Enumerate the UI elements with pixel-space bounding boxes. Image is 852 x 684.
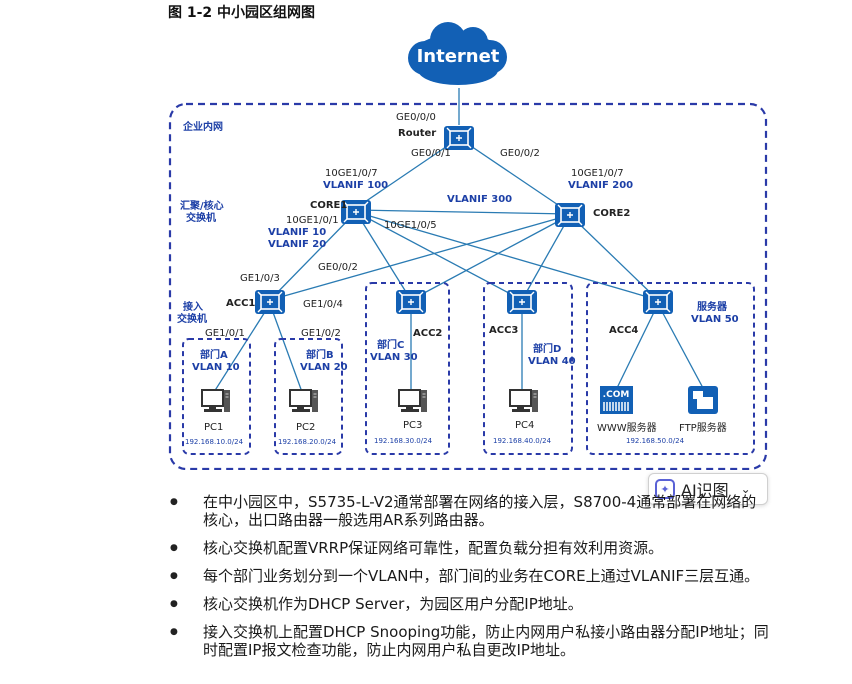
router-icon: [443, 125, 475, 151]
core1-vlanif-up: VLANIF 100: [323, 180, 388, 191]
pc1-icon: [201, 389, 231, 413]
bullet-item: 核心交换机作为DHCP Server，为园区用户分配IP地址。: [170, 595, 770, 613]
acc3-switch-icon: [506, 289, 538, 315]
acc2-name: ACC2: [413, 328, 442, 339]
enterprise-boundary: [168, 102, 768, 470]
pc1-label: PC1: [204, 422, 223, 433]
pc3-icon: [398, 389, 428, 413]
pc3-label: PC3: [403, 420, 422, 431]
acc1-port-right: GE1/0/4: [303, 299, 343, 310]
internet-label: Internet: [417, 46, 500, 67]
dept-d-label: 部门D: [533, 342, 561, 355]
acc4-name: ACC4: [609, 325, 638, 336]
chevron-down-icon[interactable]: ⌄: [740, 482, 751, 496]
pc4-icon: [509, 389, 539, 413]
core2-vlanif-up: VLANIF 200: [568, 180, 633, 191]
acc1-name: ACC1: [226, 298, 255, 309]
server-box: [586, 282, 755, 455]
bullet-item: 核心交换机配置VRRP保证网络可靠性，配置负载分担有效利用资源。: [170, 539, 770, 557]
svg-text:.COM: .COM: [603, 390, 630, 400]
acc4-switch-icon: [642, 289, 674, 315]
core1-port-up: 10GE1/0/7: [325, 168, 378, 179]
dept-b-box: [274, 338, 343, 455]
acc1-port-pc1: GE1/0/1: [205, 328, 245, 339]
dept-c-vlan: VLAN 30: [370, 352, 418, 363]
dept-c-box: [365, 282, 450, 455]
dept-a-label: 部门A: [200, 348, 228, 361]
figure-title: 图 1-2 中小园区组网图: [168, 5, 316, 21]
server-label: 服务器: [697, 300, 728, 313]
access-zone-label: 接入: [183, 300, 203, 313]
pc2-icon: [289, 389, 319, 413]
core2-port-up: 10GE1/0/7: [571, 168, 624, 179]
bullet-item: 接入交换机上配置DHCP Snooping功能，防止内网用户私接小路由器分配IP…: [170, 623, 770, 659]
dept-d-subnet: 192.168.40.0/24: [493, 437, 552, 445]
access-zone-label-2: 交换机: [177, 312, 207, 325]
core1-vlanif-b: VLANIF 20: [268, 239, 326, 250]
core2-switch-icon: [554, 202, 586, 228]
www-label: WWW服务器: [597, 421, 657, 434]
ftp-server-icon: [688, 386, 718, 414]
dept-d-vlan: VLAN 40: [528, 356, 576, 367]
acc1-port-up: GE1/0/3: [240, 273, 280, 284]
router-port-right: GE0/0/2: [500, 148, 540, 159]
server-vlan: VLAN 50: [691, 314, 739, 325]
core1-port-down: 10GE1/0/1: [286, 215, 339, 226]
core1-vlanif-a: VLANIF 10: [268, 227, 326, 238]
dept-b-subnet: 192.168.20.0/24: [278, 438, 337, 446]
dept-b-vlan: VLAN 20: [300, 362, 348, 373]
bullet-item: 每个部门业务划分到一个VLAN中，部门间的业务在CORE上通过VLANIF三层互…: [170, 567, 770, 585]
core1-port-right: 10GE1/0/5: [384, 220, 437, 231]
network-diagram: Internet .COM 企业内网 汇聚/核心 交换机 接入 交换机 GE0/…: [168, 22, 768, 470]
acc2-switch-icon: [395, 289, 427, 315]
www-server-icon: .COM: [600, 386, 633, 414]
acc1-switch-icon: [254, 289, 286, 315]
acc3-name: ACC3: [489, 325, 518, 336]
bullet-list: 在中小园区中，S5735-L-V2通常部署在网络的接入层，S8700-4通常部署…: [170, 493, 770, 669]
core-zone-label: 汇聚/核心: [180, 199, 224, 212]
router-name: Router: [398, 128, 436, 139]
core-zone-label-2: 交换机: [186, 211, 216, 224]
dept-c-subnet: 192.168.30.0/24: [374, 437, 433, 445]
dept-a-subnet: 192.168.10.0/24: [185, 438, 244, 446]
router-port-up: GE0/0/0: [396, 112, 436, 123]
dept-a-vlan: VLAN 10: [192, 362, 240, 373]
links: [213, 88, 704, 393]
enterprise-label: 企业内网: [182, 120, 223, 133]
internet-cloud-icon: Internet: [408, 22, 507, 85]
acc1-port-core2: GE0/0/2: [318, 262, 358, 273]
vlanif-300-label: VLANIF 300: [447, 194, 512, 205]
router-port-left: GE0/0/1: [411, 148, 451, 159]
core2-name: CORE2: [593, 208, 630, 219]
ftp-label: FTP服务器: [679, 421, 727, 434]
dept-b-label: 部门B: [306, 348, 334, 361]
core1-name: CORE1: [310, 200, 347, 211]
pc4-label: PC4: [515, 420, 534, 431]
dept-a-box: [182, 338, 251, 455]
dept-c-label: 部门C: [377, 338, 404, 351]
acc1-port-pc2: GE1/0/2: [301, 328, 341, 339]
bullet-item: 在中小园区中，S5735-L-V2通常部署在网络的接入层，S8700-4通常部署…: [170, 493, 770, 529]
server-subnet: 192.168.50.0/24: [626, 437, 685, 445]
pc2-label: PC2: [296, 422, 315, 433]
dept-d-box: [483, 282, 573, 455]
